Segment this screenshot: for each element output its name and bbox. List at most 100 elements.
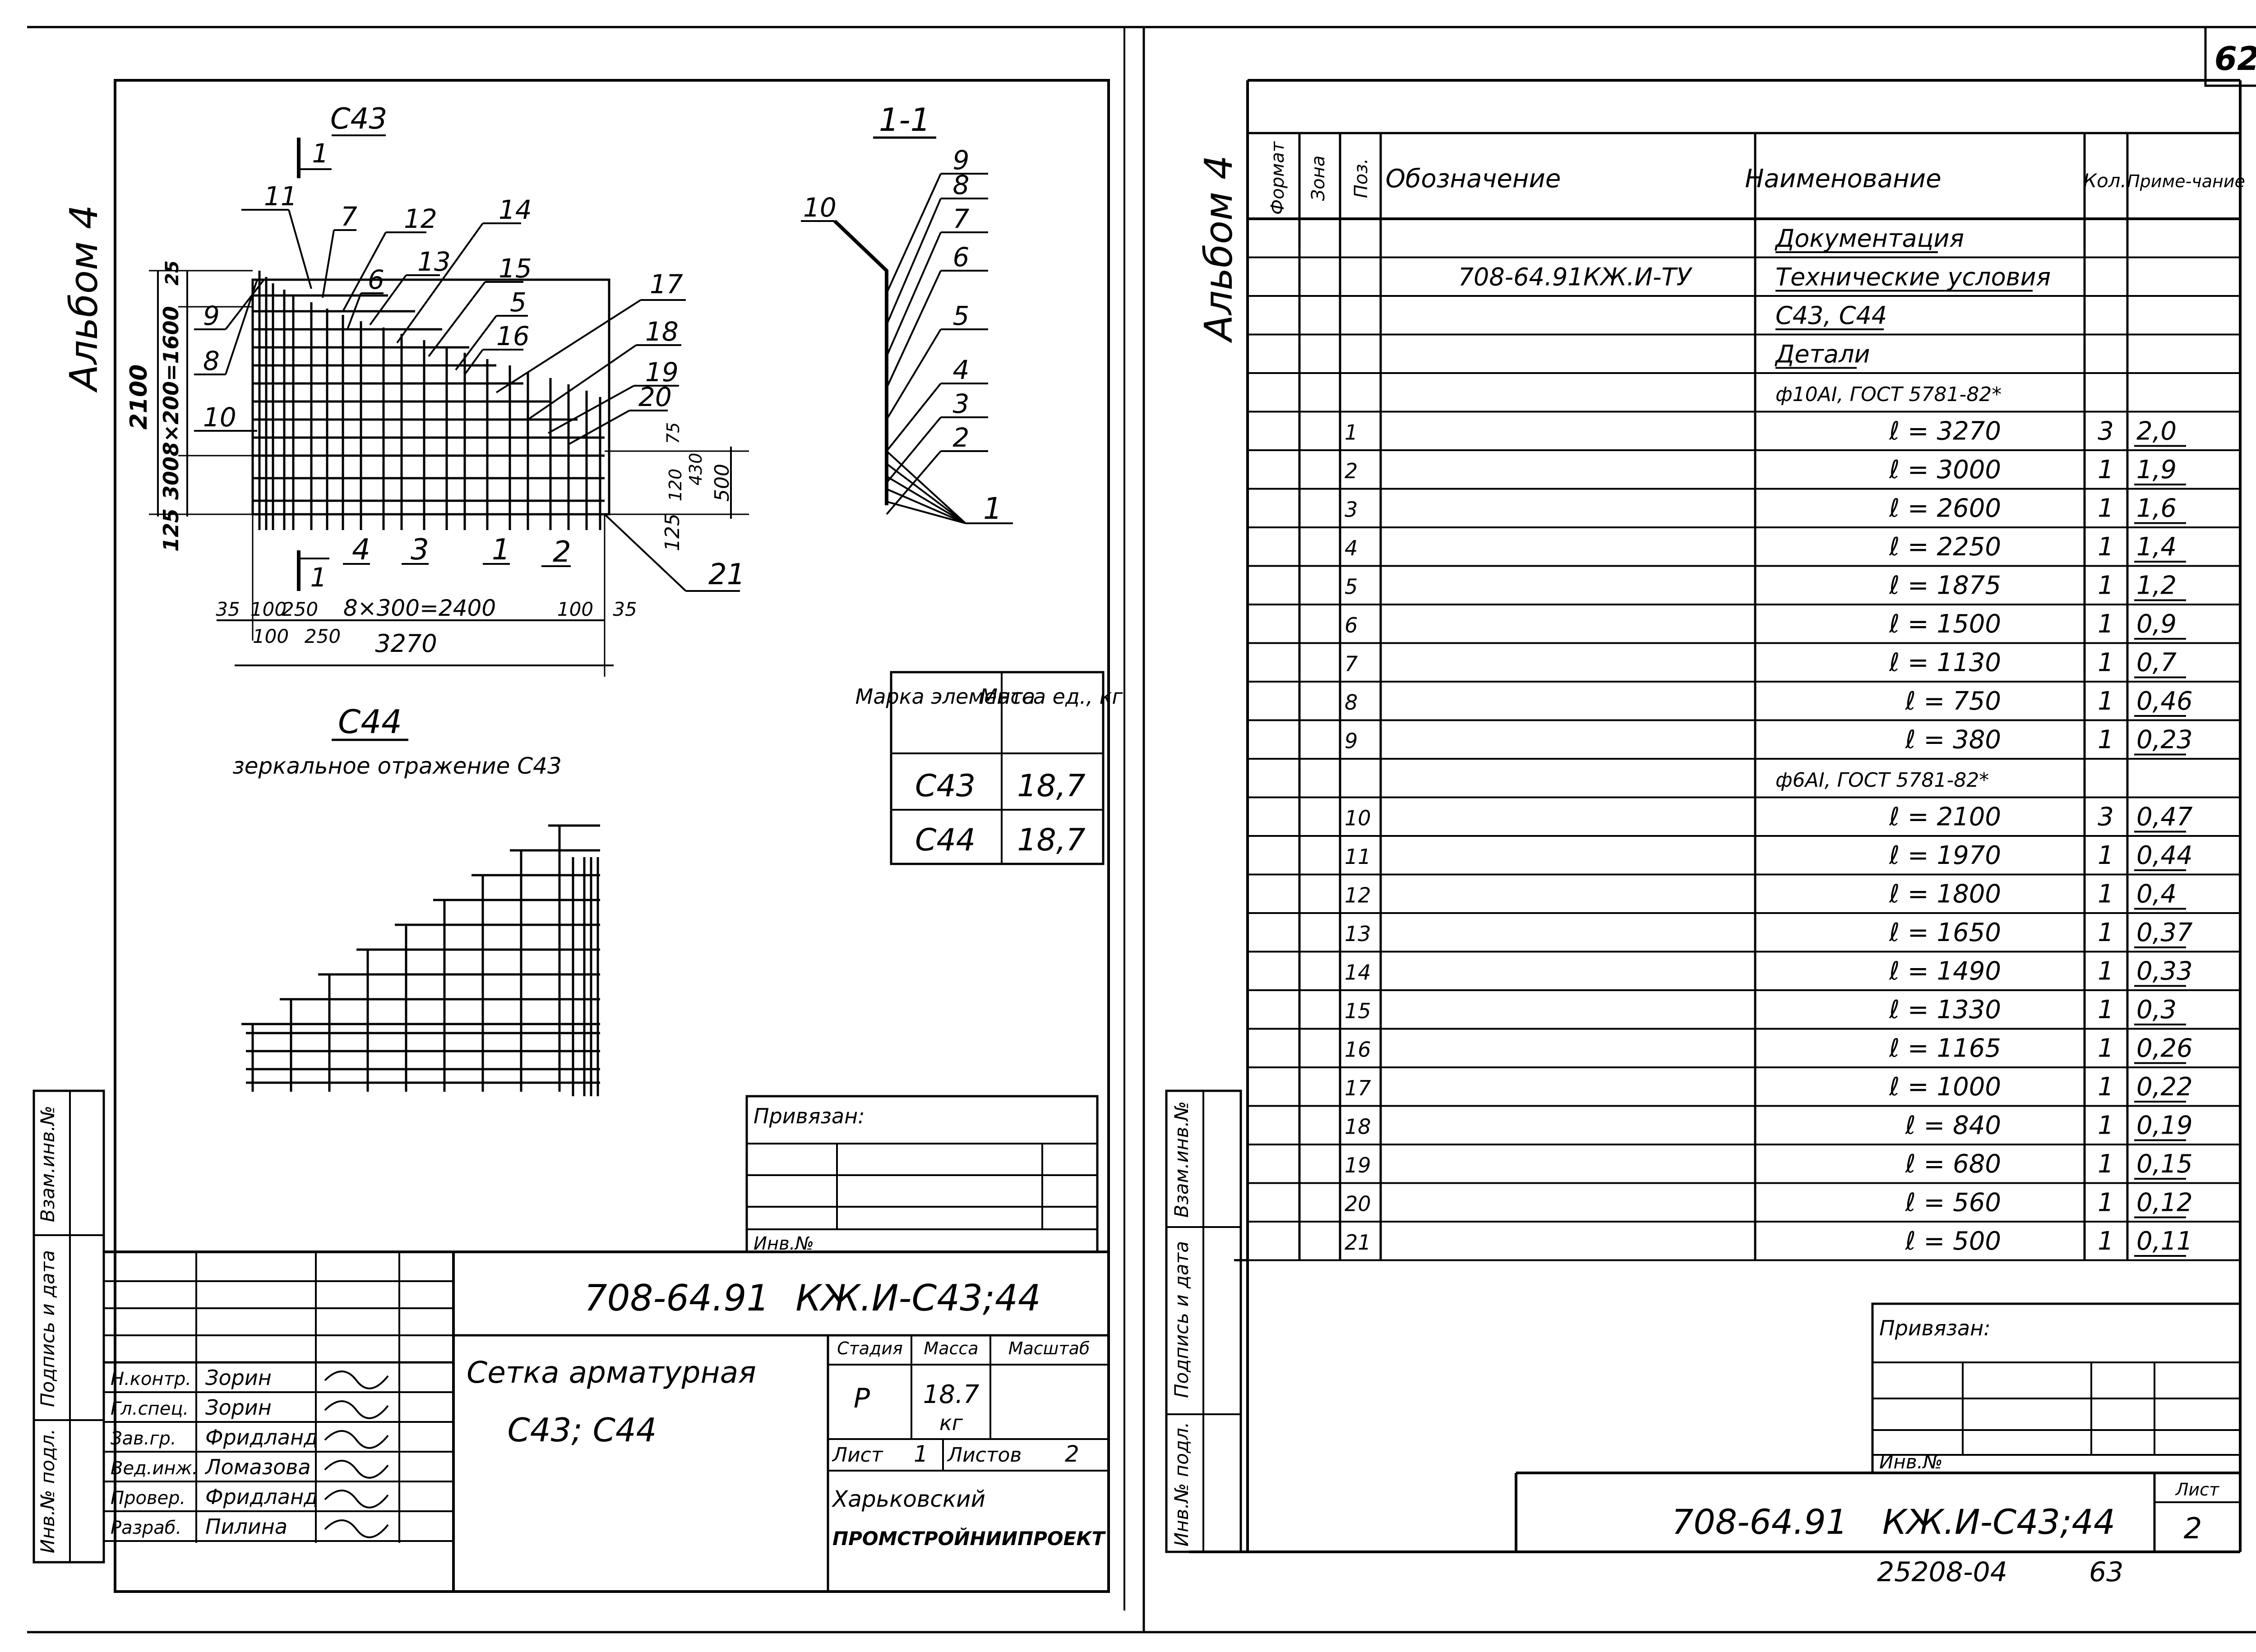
- dim-width-total: 3270: [375, 629, 437, 658]
- left-sheet: Альбом 4 Взам.инв.№ Подпись и дата Инв.№…: [32, 79, 1123, 1593]
- title-name-line2: С43; С44: [508, 1411, 657, 1449]
- spec-name: ℓ = 680: [1905, 1149, 2001, 1179]
- spec-table: Формат Зона Поз. Обозначение Наименовани…: [1234, 133, 2245, 1261]
- spec-note: 0,12: [2136, 1188, 2193, 1218]
- spec-name: ℓ = 2100: [1889, 803, 2001, 832]
- person-role: Зав.гр.: [111, 1428, 176, 1449]
- spec-note: 1,4: [2136, 532, 2177, 562]
- title-block-right: 708-64.91 КЖ.И-С43;44 Лист 2: [1515, 1472, 2240, 1552]
- mass-table-mark-c44: С44: [915, 822, 975, 858]
- spec-name: ℓ = 2600: [1889, 494, 2001, 523]
- spec-pos: 21: [1345, 1230, 1371, 1255]
- spec-note: 0,11: [2136, 1227, 2193, 1256]
- mass-table: Марка элемента Масса ед., кг С43 18,7 С4…: [855, 671, 1123, 865]
- spec-row: Документация: [1775, 224, 1964, 253]
- section-leader: [886, 328, 942, 420]
- right-side-stamp: Взам.инв.№ Подпись и дата Инв.№ подл.: [1165, 1089, 1242, 1553]
- spec-qty: 1: [2098, 841, 2114, 870]
- mark-c43: С43: [330, 102, 387, 136]
- spec-note: 0,44: [2136, 841, 2193, 870]
- mass-table-mark-c43: С43: [915, 768, 975, 804]
- spec-row: ф6АI, ГОСТ 5781-82*: [1775, 769, 1989, 792]
- person-name: Фридланд: [205, 1485, 318, 1509]
- spec-name: ф6АI, ГОСТ 5781-82*: [1775, 769, 1989, 792]
- section-pos-label: 9: [953, 145, 970, 175]
- title-block-people: Н.контр.ЗоринГл.спец.ЗоринЗав.гр.Фридлан…: [104, 1252, 453, 1543]
- spec-note: 0,15: [2136, 1149, 2193, 1179]
- title-org-line1: Харьковский: [831, 1486, 985, 1512]
- spec-pos: 14: [1345, 960, 1371, 985]
- title-mass: 18.7: [923, 1380, 980, 1409]
- section-leader: [886, 270, 942, 388]
- plan-pos-1: 1: [492, 533, 510, 567]
- spec-header-designation: Обозначение: [1386, 164, 1561, 194]
- spec-pos: 8: [1345, 690, 1358, 715]
- person-name: Пилина: [205, 1514, 287, 1539]
- plan-pos-6: 6: [368, 264, 384, 295]
- spec-qty: 3: [2098, 417, 2114, 446]
- spec-note: 0,4: [2136, 880, 2177, 909]
- left-side-stamp: Взам.инв.№ Подпись и дата Инв.№ подл.: [32, 1089, 105, 1564]
- plan-pos-10: 10: [203, 402, 236, 433]
- section-leader-pos1: [886, 475, 966, 524]
- spec-name: ℓ = 750: [1905, 687, 2001, 716]
- side-stamp-signature-date: Подпись и дата: [37, 1250, 59, 1407]
- section-pos-label: 2: [953, 422, 970, 453]
- spec-qty: 1: [2098, 1149, 2114, 1179]
- spec-grid: [1234, 133, 2242, 1261]
- spec-note: 0,22: [2136, 1072, 2193, 1102]
- spec-note: 1,6: [2136, 494, 2177, 523]
- spec-name: ℓ = 3270: [1889, 417, 2001, 446]
- mesh-plan-bars: [253, 271, 605, 530]
- section-title: 1-1: [879, 102, 930, 138]
- mass-table-header-mass: Масса ед., кг: [980, 684, 1123, 709]
- plan-pos-14: 14: [499, 194, 532, 225]
- title-sheets-label: Листов: [947, 1444, 1022, 1467]
- signature: [324, 1519, 389, 1538]
- person-role: Провер.: [111, 1488, 185, 1509]
- spec-note: 0,33: [2136, 957, 2193, 986]
- mass-table-header-mark: Марка элемента: [855, 684, 1036, 709]
- plan-pos-16: 16: [496, 321, 530, 351]
- caption-mirror: зеркальное отражение С43: [232, 753, 562, 779]
- spec-qty: 1: [2098, 648, 2114, 678]
- plan-pos-13: 13: [417, 246, 451, 277]
- dim-125-right: 125: [661, 513, 684, 551]
- spec-header-note: Приме-чание: [2127, 171, 2245, 191]
- spec-pos: 12: [1345, 883, 1371, 908]
- spec-note: 2,0: [2136, 417, 2177, 446]
- signature: [324, 1400, 389, 1419]
- spec-row: Детали: [1775, 340, 1870, 369]
- spec-pos: 11: [1345, 844, 1371, 869]
- plan-pos-15: 15: [499, 253, 532, 284]
- spec-qty: 3: [2098, 803, 2114, 832]
- spec-name: ℓ = 2250: [1889, 532, 2001, 562]
- section-pos-label: 8: [953, 170, 970, 200]
- spec-row: 1 ℓ = 3270 3 2,0: [1345, 417, 2186, 447]
- section-pos-label: 6: [953, 242, 970, 272]
- section-pos-label: 5: [953, 300, 970, 331]
- dim-35-right: 35: [613, 598, 637, 620]
- section-bar-profile: [833, 220, 888, 505]
- spec-pos: 1: [1345, 420, 1358, 445]
- spec-qty: 1: [2098, 880, 2114, 909]
- plan-pos-4: 4: [352, 533, 370, 567]
- footer-next-page: 63: [2089, 1556, 2123, 1588]
- spec-qty: 1: [2098, 1227, 2114, 1256]
- spec-pos: 3: [1345, 498, 1358, 522]
- spec-name: ф10АI, ГОСТ 5781-82*: [1775, 383, 2002, 406]
- spec-note: 0,23: [2136, 725, 2193, 755]
- section-leader: [886, 232, 942, 357]
- title-doc-mark: КЖ.И-С43;44: [795, 1277, 1041, 1319]
- spec-note: 0,3: [2136, 995, 2177, 1024]
- dim-75: 75: [663, 422, 683, 444]
- title-name-line1: Сетка арматурная: [467, 1355, 756, 1390]
- side-stamp-replace-inv-right: Взам.инв.№: [1170, 1101, 1193, 1218]
- spec-name: ℓ = 1875: [1889, 571, 2001, 600]
- plan-position-labels: 11 7 12 14 6 13 15 5 16 17 18: [194, 181, 745, 592]
